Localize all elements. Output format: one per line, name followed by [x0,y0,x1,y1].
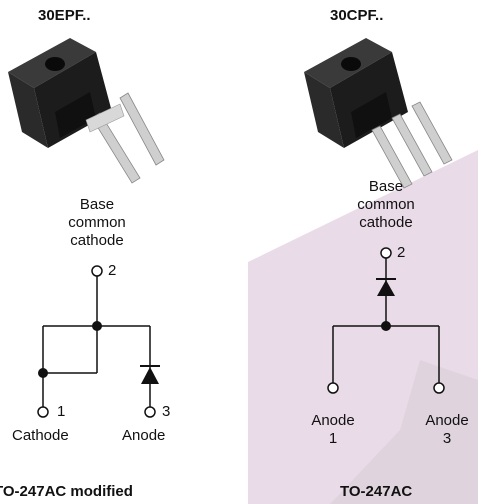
left-pin1-number: 1 [57,403,66,420]
right-pin3-group: Anode 3 [419,412,475,448]
base-label-line: Base [368,178,404,195]
right-pin3-number: 3 [442,430,452,447]
left-base-label: Base common cathode [47,196,147,250]
right-diode-symbol [376,278,396,296]
base-label-line: common [68,214,126,231]
base-label-line: cathode [70,232,124,249]
base-label-line: common [357,196,415,213]
base-label-line: cathode [359,214,413,231]
left-pin3-name: Anode [122,427,166,444]
right-pin2-number: 2 [397,244,406,261]
left-pin1-name: Cathode [12,427,69,444]
left-schematic [37,265,156,418]
left-package-image [8,38,165,184]
left-diode-symbol [140,365,160,384]
right-package-name: TO-247AC [340,483,413,500]
right-pin1-name: Anode [311,412,355,429]
right-package-image [304,38,453,189]
left-pin2-number: 2 [108,262,117,279]
right-junction-dot [381,321,391,331]
left-part-number: 30EPF.. [38,7,91,24]
right-base-label: Base common cathode [336,178,436,232]
right-part-number: 30CPF.. [330,7,384,24]
right-pin1-group: Anode 1 [305,412,361,448]
left-pin3-number: 3 [162,403,171,420]
left-junction-dot [38,368,48,378]
base-label-line: Base [79,196,115,213]
left-package-name: TO-247AC modified [0,483,133,500]
right-pin1-number: 1 [328,430,338,447]
right-schematic [327,247,445,394]
left-junction-dot [92,321,102,331]
right-pin3-name: Anode [425,412,469,429]
